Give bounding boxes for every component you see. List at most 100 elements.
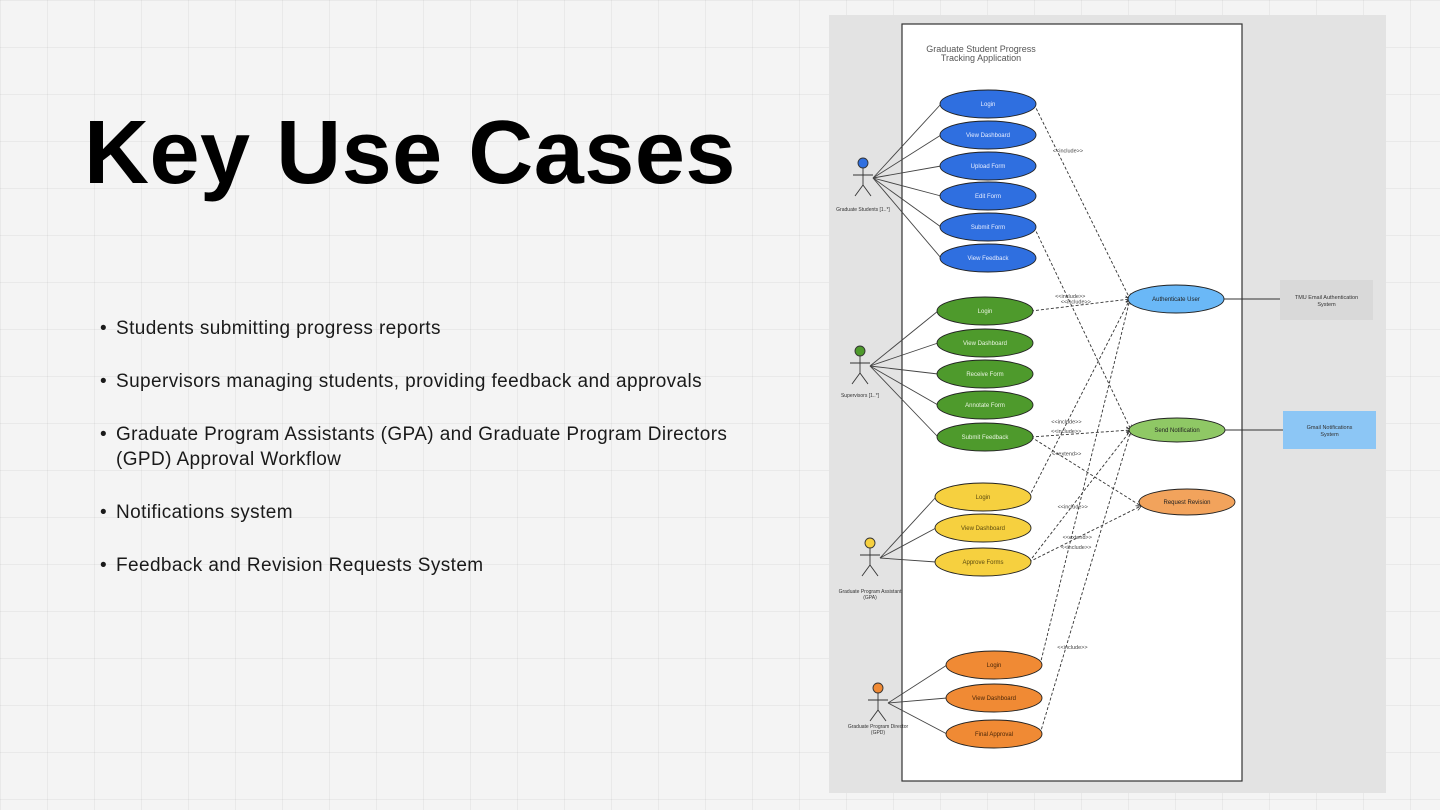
use-case-ellipse bbox=[934, 482, 1032, 512]
use-case-label: View Dashboard bbox=[963, 341, 1007, 347]
use-case-ellipse bbox=[936, 328, 1034, 358]
shared-use-case-notify: Send Notification bbox=[1128, 417, 1226, 443]
use-case: Login bbox=[934, 482, 1032, 512]
use-case-label: Login bbox=[981, 102, 996, 108]
use-case-label: Login bbox=[976, 495, 991, 501]
use-case: Login bbox=[936, 296, 1034, 326]
relationship-line bbox=[1030, 299, 1130, 312]
bullet-item: Students submitting progress reports bbox=[100, 316, 740, 341]
use-case: Submit Feedback bbox=[936, 422, 1034, 452]
use-case-label: Edit Form bbox=[975, 194, 1001, 200]
bullet-list: Students submitting progress reports Sup… bbox=[100, 316, 740, 606]
use-case-ellipse bbox=[1128, 417, 1226, 443]
use-case-label: Submit Form bbox=[971, 225, 1005, 231]
actor-head bbox=[854, 345, 866, 357]
use-case-label: Submit Feedback bbox=[962, 435, 1010, 441]
use-case-ellipse bbox=[934, 513, 1032, 543]
use-case: Receive Form bbox=[936, 359, 1034, 389]
use-case: Upload Form bbox=[939, 151, 1037, 181]
use-case: Login bbox=[939, 89, 1037, 119]
use-case-label: View Dashboard bbox=[966, 133, 1010, 139]
association-line bbox=[879, 496, 937, 559]
association-line bbox=[887, 697, 948, 704]
use-case-ellipse bbox=[1127, 284, 1225, 314]
external-system-box bbox=[1283, 411, 1376, 449]
external-system-box bbox=[1280, 280, 1373, 320]
relationship-label: <<include>> bbox=[1061, 545, 1091, 551]
actor-head bbox=[864, 537, 876, 549]
use-case-ellipse bbox=[945, 683, 1043, 713]
use-case-ellipse bbox=[939, 89, 1037, 119]
use-case-label: Login bbox=[978, 309, 993, 315]
use-case-ellipse bbox=[934, 547, 1032, 577]
use-case-label: Receive Form bbox=[966, 372, 1003, 378]
actor-gpd: Graduate Program Director(GPD) bbox=[848, 682, 909, 736]
association-line bbox=[872, 103, 942, 179]
use-case-ellipse bbox=[939, 120, 1037, 150]
bullet-item: Supervisors managing students, providing… bbox=[100, 369, 740, 394]
use-case: View Dashboard bbox=[939, 120, 1037, 150]
association-line bbox=[869, 365, 939, 406]
actor-supervisor: Supervisors [1..*] bbox=[841, 345, 880, 399]
external-system-label: System bbox=[1317, 302, 1336, 308]
association-line bbox=[872, 177, 942, 259]
actor-leg bbox=[877, 709, 887, 722]
actor-leg bbox=[861, 564, 871, 577]
association-line bbox=[869, 310, 939, 367]
use-case: Login bbox=[945, 650, 1043, 680]
use-case: Approve Forms bbox=[934, 547, 1032, 577]
actor-head bbox=[857, 157, 869, 169]
shared-use-case-revision: Request Revision bbox=[1138, 488, 1236, 516]
relationship-line bbox=[1028, 506, 1141, 563]
association-line bbox=[887, 702, 948, 735]
use-case-ellipse bbox=[939, 243, 1037, 273]
relationship-line bbox=[1039, 299, 1130, 666]
relationship-label: <<include>> bbox=[1051, 429, 1081, 435]
use-case: Final Approval bbox=[945, 719, 1043, 749]
relationship-label: <<include>> bbox=[1058, 504, 1088, 510]
actor-label: Supervisors [1..*] bbox=[841, 393, 880, 399]
relationship-label: <<include>> bbox=[1055, 294, 1085, 300]
shared-use-case-auth: Authenticate User bbox=[1127, 284, 1225, 314]
actor-leg bbox=[869, 564, 879, 577]
relationship-label: <<include>> bbox=[1053, 149, 1083, 155]
relationship-line bbox=[1033, 226, 1131, 430]
actor-leg bbox=[862, 184, 872, 197]
actor-label: Graduate Program Director bbox=[848, 724, 909, 730]
use-case: Annotate Form bbox=[936, 390, 1034, 420]
association-line bbox=[872, 177, 942, 228]
use-case-label: Approve Forms bbox=[962, 560, 1003, 566]
system-title: Tracking Application bbox=[941, 53, 1021, 63]
system-title: Graduate Student Progress bbox=[926, 44, 1036, 54]
use-case-label: Final Approval bbox=[975, 732, 1013, 738]
bullet-item: Graduate Program Assistants (GPA) and Gr… bbox=[100, 422, 740, 472]
bullet-item: Notifications system bbox=[100, 500, 740, 525]
use-case-ellipse bbox=[936, 296, 1034, 326]
external-system-label: TMU Email Authentication bbox=[1295, 295, 1358, 301]
use-case-label: View Feedback bbox=[968, 256, 1010, 262]
actor-leg bbox=[854, 184, 864, 197]
external-system-label: System bbox=[1320, 432, 1339, 438]
use-case: View Dashboard bbox=[936, 328, 1034, 358]
use-case-ellipse bbox=[936, 422, 1034, 452]
relationship-label: <<extend>> bbox=[1063, 535, 1092, 541]
association-line bbox=[872, 165, 942, 179]
actor-label: Graduate Students [1..*] bbox=[836, 207, 890, 213]
use-case-label: Send Notification bbox=[1154, 428, 1199, 434]
actor-head bbox=[872, 682, 884, 694]
use-case-label: View Dashboard bbox=[961, 526, 1005, 532]
external-system-label: Gmail Notifications bbox=[1307, 425, 1353, 431]
use-case-label: Request Revision bbox=[1163, 500, 1210, 506]
actor-leg bbox=[859, 372, 869, 385]
relationships: <<include>> <<include>> <<include>> <<inclu… bbox=[1028, 103, 1141, 735]
use-case-ellipse bbox=[936, 390, 1034, 420]
use-case-ellipse bbox=[1138, 488, 1236, 516]
use-case-ellipse bbox=[936, 359, 1034, 389]
relationship-line bbox=[1039, 430, 1131, 735]
use-case-ellipse bbox=[945, 719, 1043, 749]
use-case: Edit Form bbox=[939, 181, 1037, 211]
use-case-ellipse bbox=[945, 650, 1043, 680]
actor-label: (GPA) bbox=[863, 595, 877, 601]
association-line bbox=[872, 134, 942, 179]
